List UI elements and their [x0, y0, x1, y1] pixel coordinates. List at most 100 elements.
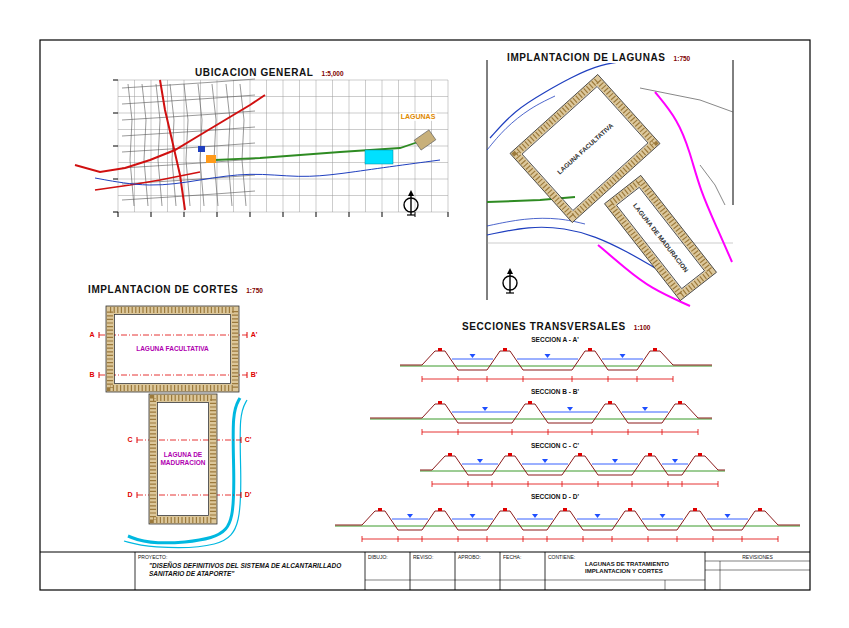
dimension-tick — [628, 429, 629, 435]
panel-title: IMPLANTACION DE CORTES — [88, 284, 238, 295]
drawing-panel: SECCIONES TRANSVERSALES1:100 — [330, 315, 808, 550]
street — [198, 84, 204, 206]
dimension-tick — [468, 481, 469, 487]
water-level — [522, 464, 568, 465]
dimension-tick — [362, 536, 363, 542]
title-block-cell: FECHA: — [500, 552, 545, 590]
map-tick — [113, 179, 118, 180]
water-symbol — [672, 459, 678, 463]
north-arrow — [410, 193, 411, 215]
cut-label: A — [88, 331, 95, 339]
dike-crest — [158, 403, 209, 516]
lagoon-name: LAGUNA DE MADURACION — [160, 451, 206, 467]
pump-site — [206, 155, 216, 163]
dimension-tick — [492, 481, 493, 487]
map-grid — [118, 96, 448, 97]
dike-band — [610, 181, 711, 295]
cell-label: APROBO: — [455, 552, 500, 560]
title-block-line — [40, 552, 810, 553]
dimension-tick — [523, 376, 524, 382]
title-block-line — [720, 561, 721, 590]
crest-marker — [503, 508, 507, 511]
street — [122, 111, 255, 120]
street — [122, 191, 255, 200]
map-tick — [118, 212, 119, 217]
section-cut-tick — [137, 437, 138, 443]
north-arrow — [507, 268, 513, 274]
title-block-line — [545, 552, 546, 590]
map-tick — [382, 212, 383, 217]
water-level — [517, 359, 578, 360]
crest-marker — [528, 401, 532, 404]
section-cut-line — [99, 335, 247, 336]
north-arrow — [408, 190, 414, 196]
cell-label: REVISIONES — [705, 552, 810, 560]
crest-marker — [508, 453, 512, 456]
scale-text: 1:100 — [634, 324, 651, 331]
dimension-tick — [512, 429, 513, 435]
crest-marker — [438, 348, 442, 351]
drawing-panel: IMPLANTACION DE CORTES1:750LAGUNA FACULT… — [85, 278, 265, 548]
panel-header: IMPLANTACION DE CORTES1:750 — [88, 279, 263, 297]
crest-marker — [648, 453, 652, 456]
section-title: SECCION B - B' — [530, 388, 580, 396]
dimension-tick — [632, 481, 633, 487]
crest-marker — [608, 401, 612, 404]
street — [156, 84, 162, 206]
lagoon-outline: LAGUNA DE MADURACION — [603, 174, 718, 302]
water-level — [592, 464, 638, 465]
water-symbol — [545, 354, 551, 358]
boundary-line — [655, 92, 732, 262]
dike-profile — [420, 456, 725, 475]
water-level — [452, 359, 493, 360]
street — [122, 143, 255, 152]
main-road — [160, 80, 185, 210]
street — [122, 127, 255, 136]
dike-hatch — [110, 310, 235, 388]
section-cut-tick — [247, 332, 248, 338]
cell-label: DIBUJO: — [365, 552, 410, 560]
dimension-tick — [487, 536, 488, 542]
scale-text: 1:750 — [674, 55, 691, 62]
title-block-line — [545, 580, 705, 581]
street — [122, 79, 255, 88]
map-tick — [448, 212, 449, 217]
dimension-tick — [778, 536, 779, 542]
cut-label: D — [126, 491, 133, 499]
crest-marker — [578, 453, 582, 456]
street — [128, 84, 134, 206]
water-symbol — [612, 459, 618, 463]
lagoon-name: LAGUNA FACULTATIVA — [136, 345, 209, 353]
pump-site — [198, 146, 205, 152]
dike-profile — [370, 404, 712, 423]
cut-label: A' — [250, 331, 259, 339]
dimension-tick — [572, 376, 573, 382]
water-symbol — [642, 407, 648, 411]
dimension-tick — [673, 376, 674, 382]
map-tick — [316, 212, 317, 217]
map-tick — [283, 212, 284, 217]
map-tick — [349, 212, 350, 217]
title-block-cell: REVISIONES — [705, 552, 810, 590]
cell-label: REVISO: — [410, 552, 455, 560]
river — [128, 398, 240, 543]
crest-marker — [563, 508, 567, 511]
section-title: SECCION D - D' — [530, 493, 580, 501]
panel-header: IMPLANTACION DE LAGUNAS1:750 — [507, 47, 690, 65]
dimension-tick — [668, 481, 669, 487]
water-symbol — [660, 514, 666, 518]
title-block-line — [665, 580, 666, 590]
map-tick — [250, 212, 251, 217]
map-grid — [118, 113, 448, 114]
map-grid — [118, 129, 448, 130]
dimension-line — [362, 539, 778, 540]
dimension-tick — [562, 481, 563, 487]
dike-hatch — [516, 80, 655, 217]
crest-marker — [628, 508, 632, 511]
dimension-tick — [547, 536, 548, 542]
dike-band — [110, 310, 235, 388]
panel-title: UBICACION GENERAL — [195, 67, 314, 78]
dimension-tick — [698, 429, 699, 435]
drawing-frame — [40, 40, 810, 590]
